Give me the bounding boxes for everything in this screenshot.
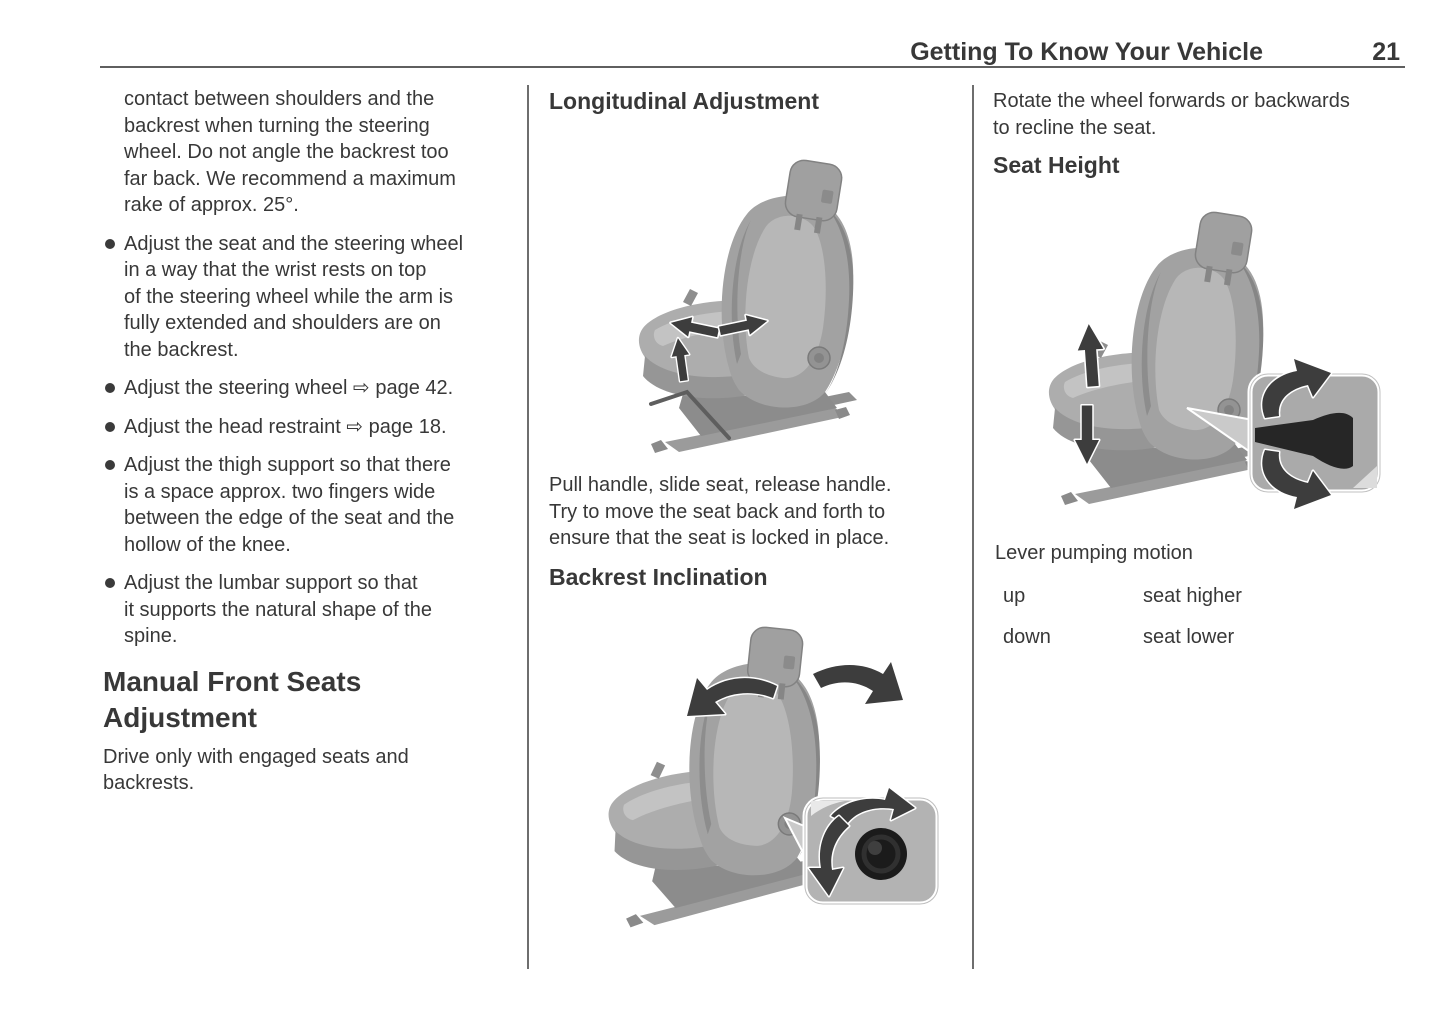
- column-1: contact between shoulders and the backre…: [103, 86, 505, 797]
- seat-height-figure: [1048, 209, 1383, 511]
- bullet-icon: [105, 383, 115, 393]
- height-lever: [1255, 412, 1353, 469]
- bullet-text: Adjust the lumbar support so that it sup…: [124, 572, 432, 647]
- list-item: Adjust the seat and the steering wheel i…: [103, 231, 505, 364]
- page-number: 21: [1372, 38, 1400, 66]
- bullet-icon: [105, 421, 115, 432]
- column-divider-left: [527, 85, 529, 969]
- page-header-title: Getting To Know Your Vehicle: [910, 38, 1263, 66]
- list-item: Adjust the thigh support so that there i…: [103, 452, 505, 558]
- lever-up-arrow-icon: [1260, 357, 1333, 420]
- bullet-text: Adjust the seat and the steering wheel i…: [124, 232, 464, 361]
- list-item: Adjust the head restraint ⇨ page 18.: [103, 414, 505, 441]
- bullet-icon: [105, 238, 115, 249]
- heading-longitudinal-adjustment: Longitudinal Adjustment: [549, 88, 820, 114]
- table-definition: seat higher: [1143, 585, 1242, 607]
- longitudinal-body-text: Pull handle, slide seat, release handle.…: [549, 474, 892, 549]
- bullet-text: Adjust the head restraint ⇨ page 18.: [124, 415, 447, 438]
- table-term: up: [1003, 585, 1026, 607]
- bullet-icon: [105, 460, 115, 470]
- table-row: down seat lower: [1003, 626, 1234, 649]
- list-item: Adjust the lumbar support so that it sup…: [103, 570, 505, 650]
- height-lever-inset: [1247, 357, 1383, 511]
- bullet-icon: [105, 578, 115, 588]
- recline-back-arrow-icon: [685, 676, 779, 718]
- header-rule: [100, 66, 1405, 68]
- seat-illustration: [1048, 209, 1268, 506]
- table-row: up seat higher: [1003, 585, 1242, 608]
- paragraph-continuation: contact between shoulders and the backre…: [124, 88, 456, 216]
- recline-body-text: Rotate the wheel forwards or backwards t…: [993, 90, 1350, 139]
- pull-handle: [649, 389, 731, 440]
- recline-forward-arrow-icon: [811, 660, 905, 706]
- lever-down-arrow-icon: [1260, 448, 1333, 511]
- wheel-rotate-backward-arrow-icon: [807, 814, 851, 898]
- recline-wheel-inset: [802, 786, 941, 907]
- table-definition: seat lower: [1143, 626, 1235, 648]
- bullet-text: Adjust the thigh support so that there i…: [124, 454, 455, 556]
- seat-illustration: [598, 621, 834, 929]
- column-divider-right: [972, 85, 974, 969]
- section-body: Drive only with engaged seats and backre…: [103, 745, 409, 795]
- table-term: down: [1003, 626, 1051, 648]
- seat-backrest-figure: [598, 621, 941, 929]
- list-item: Adjust the steering wheel ⇨ page 42.: [103, 375, 505, 402]
- heading-backrest-inclination: Backrest Inclination: [549, 564, 768, 590]
- seat-longitudinal-figure: [638, 157, 858, 454]
- lever-caption: Lever pumping motion: [995, 542, 1193, 564]
- wheel-rotate-forward-arrow-icon: [829, 786, 917, 826]
- heading-seat-height: Seat Height: [993, 152, 1120, 178]
- section-heading-manual-front-seats: Manual Front Seats Adjustment: [103, 665, 362, 733]
- bullet-text: Adjust the steering wheel ⇨ page 42.: [124, 377, 454, 399]
- seat-illustration: [638, 157, 858, 454]
